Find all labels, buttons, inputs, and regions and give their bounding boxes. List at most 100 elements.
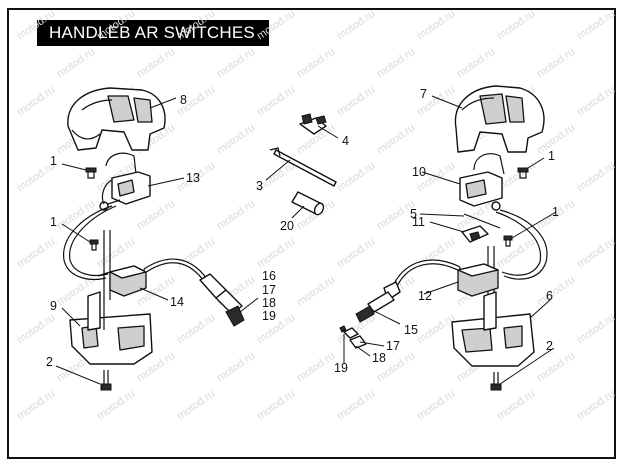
callout-5: 5 — [410, 207, 417, 221]
watermark-text: motod.ru — [335, 84, 377, 119]
right-switch-upper — [459, 153, 505, 211]
watermark-text: motod.ru — [575, 160, 617, 195]
callout-2-left: 2 — [46, 355, 53, 369]
callout-13: 13 — [186, 171, 200, 185]
watermark-text: motod.ru — [215, 46, 257, 81]
callout-15: 15 — [404, 323, 418, 337]
watermark-text: motod.ru — [135, 198, 177, 233]
callout-1-left-top: 1 — [50, 154, 57, 168]
callout-7: 7 — [420, 87, 427, 101]
watermark-text: motod.ru — [335, 8, 377, 43]
watermark-text: motod.ru — [215, 350, 257, 385]
callout-6: 6 — [546, 289, 553, 303]
callout-19-right: 19 — [334, 361, 348, 375]
watermark-text: motod.ru — [175, 312, 217, 347]
leader-lines — [55, 95, 557, 385]
callout-1-right-mid: 1 — [552, 205, 559, 219]
callout-1-right-top: 1 — [548, 149, 555, 163]
right-part-5-11 — [461, 213, 501, 243]
watermark-text: motod.ru — [455, 46, 497, 81]
watermark-text: motod.ru — [95, 388, 137, 423]
watermark-text: motod.ru — [535, 350, 577, 385]
callout-12: 12 — [418, 289, 432, 303]
watermark-text: motod.ru — [335, 236, 377, 271]
watermark-text: motod.ru — [535, 46, 577, 81]
watermark-text: motod.ru — [415, 312, 457, 347]
watermark-text: motod.ru — [255, 236, 297, 271]
right-lower-housing — [451, 291, 535, 367]
watermark-text: motod.ru — [95, 236, 137, 271]
left-assembly — [63, 87, 245, 391]
watermark-text: motod.ru — [55, 46, 97, 81]
watermark-text: motod.ru — [335, 160, 377, 195]
callout-16: 16 — [262, 269, 276, 283]
right-upper-housing — [454, 85, 545, 153]
part-20-tube — [291, 191, 325, 216]
left-upper-housing — [67, 87, 166, 151]
watermark-text: motod.ru — [15, 8, 57, 43]
watermark-text: motod.ru — [295, 350, 337, 385]
watermark-text: motod.ru — [175, 388, 217, 423]
callout-18-left: 18 — [262, 296, 276, 310]
callout-3: 3 — [256, 179, 263, 193]
callout-9: 9 — [50, 299, 57, 313]
watermark-text: motod.ru — [495, 8, 537, 43]
part-3-tool — [269, 147, 337, 187]
watermark-text: motod.ru — [95, 8, 137, 43]
watermark-text: motod.ru — [495, 236, 537, 271]
left-screw-mid — [89, 239, 99, 251]
watermark-text: motod.ru — [255, 388, 297, 423]
watermark-text: motod.ru — [575, 312, 617, 347]
watermark-text: motod.ru — [15, 84, 57, 119]
watermark-text: motod.ru — [175, 236, 217, 271]
callout-17-left: 17 — [262, 283, 276, 297]
part-4-clip — [299, 113, 327, 135]
watermark-text: motod.ru — [15, 236, 57, 271]
watermark-text: motod.ru — [15, 388, 57, 423]
watermark-text: motod.ru — [535, 274, 577, 309]
right-screw-mid — [503, 235, 513, 247]
callout-10: 10 — [412, 165, 426, 179]
watermark-text: motod.ru — [495, 388, 537, 423]
callout-20: 20 — [280, 219, 294, 233]
watermark-text: motod.ru — [575, 236, 617, 271]
watermark-text: motod.ru — [255, 8, 297, 43]
right-screw-bottom — [490, 372, 502, 391]
watermark-text: motod.ru — [375, 46, 417, 81]
left-harness — [143, 258, 245, 327]
watermark-text: motod.ru — [215, 122, 257, 157]
watermark-text: motod.ru — [575, 388, 617, 423]
left-screw-bottom — [100, 370, 112, 391]
right-switch-lower — [457, 263, 499, 297]
callout-labels: 8 1 13 1 14 9 2 16 17 18 19 4 3 20 7 1 1… — [46, 87, 559, 375]
callout-17-right: 17 — [386, 339, 400, 353]
callout-2-right: 2 — [546, 339, 553, 353]
watermark-text: motod.ru — [415, 8, 457, 43]
watermark-text: motod.ru — [215, 198, 257, 233]
callout-14: 14 — [170, 295, 184, 309]
watermark-text: motod.ru — [175, 8, 217, 43]
callout-8: 8 — [180, 93, 187, 107]
callout-18-right: 18 — [372, 351, 386, 365]
right-terminals — [339, 325, 367, 349]
diagram-title: HANDLEB AR SWITCHES — [37, 20, 269, 46]
watermark-text: motod.ru — [335, 388, 377, 423]
callout-4: 4 — [342, 134, 349, 148]
watermark-text: motod.ru — [255, 84, 297, 119]
right-assembly — [339, 85, 548, 391]
watermark-text: motod.ru — [15, 312, 57, 347]
callout-1-left-mid: 1 — [50, 215, 57, 229]
left-lower-housing — [69, 291, 153, 365]
watermark-text: motod.ru — [575, 8, 617, 43]
callout-19-left: 19 — [262, 309, 276, 323]
center-tools — [269, 113, 337, 216]
left-screw-top — [85, 167, 97, 179]
callout-11: 11 — [412, 215, 425, 229]
watermark-text: motod.ru — [135, 46, 177, 81]
left-switch-lower — [97, 265, 147, 297]
watermark-text: motod.ru — [295, 274, 337, 309]
watermark-text: motod.ru — [375, 122, 417, 157]
watermark-text: motod.ru — [295, 46, 337, 81]
